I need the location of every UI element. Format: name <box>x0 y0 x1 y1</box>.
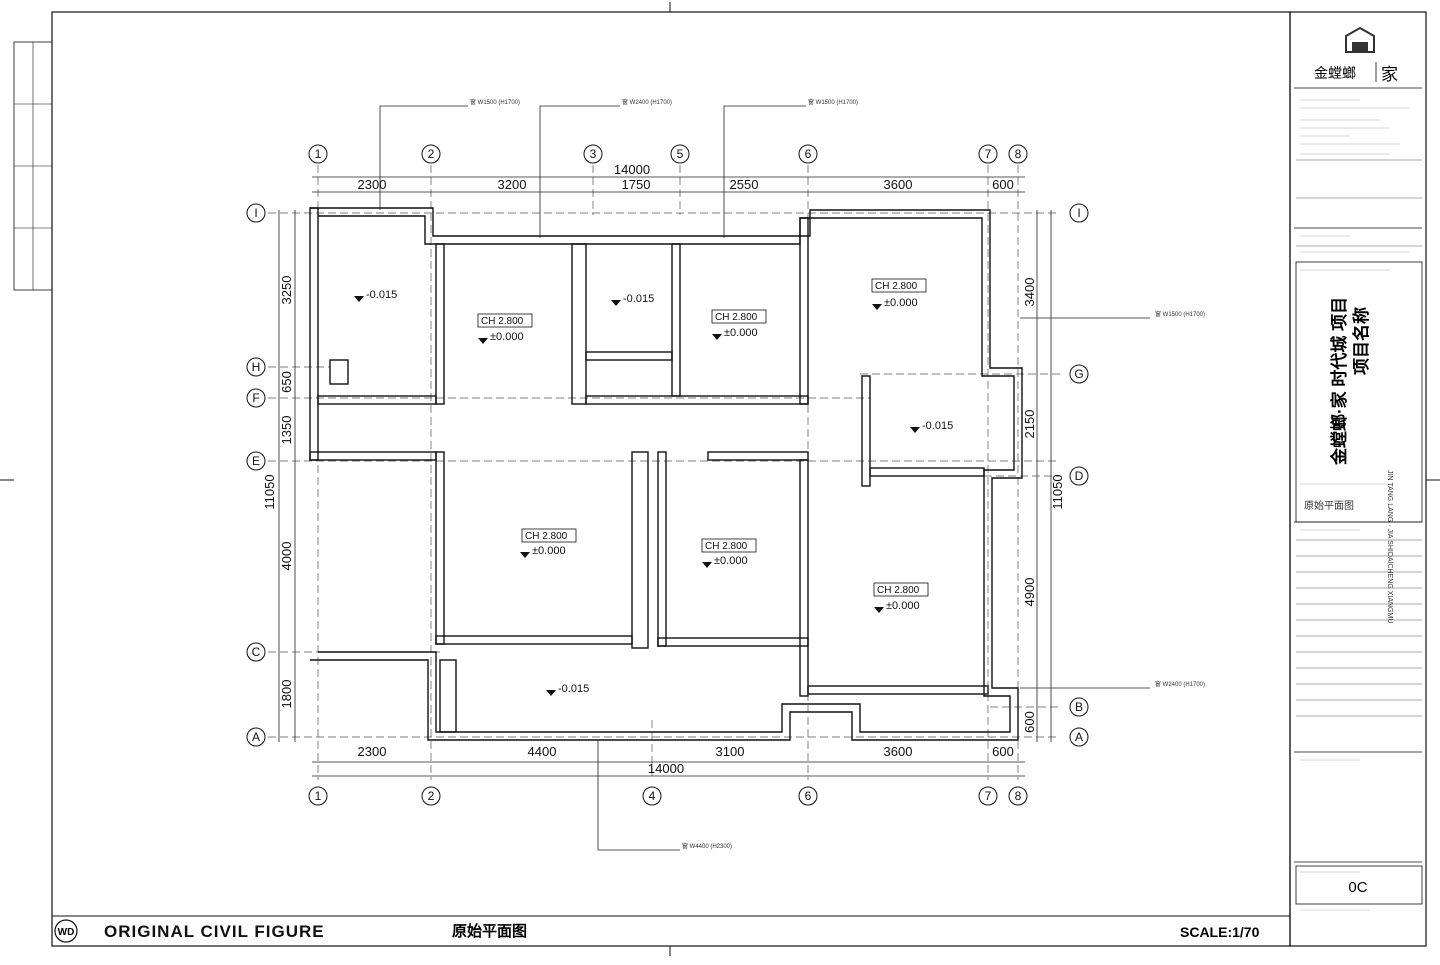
level-text: ±0.000 <box>714 555 748 567</box>
dim-top: 1750 <box>622 177 651 192</box>
svg-text:窗 W1500 (H1700): 窗 W1500 (H1700) <box>808 98 858 106</box>
sheet-number: 0C <box>1348 879 1367 896</box>
ch-tag: CH 2.800 <box>525 531 568 542</box>
drawing-scale: SCALE:1/70 <box>1180 924 1260 940</box>
axis-label: 8 <box>1015 147 1022 161</box>
level-text: -0.015 <box>366 289 397 301</box>
svg-text:窗 W2400 (H1700): 窗 W2400 (H1700) <box>1155 680 1205 688</box>
axis-label: C <box>252 645 261 659</box>
svg-text:窗 W1500 (H1700): 窗 W1500 (H1700) <box>470 98 520 106</box>
axis-bubbles-bottom: 1 2 4 6 7 8 <box>308 786 1028 806</box>
dim-total-bottom: 14000 <box>648 761 684 776</box>
grid-lines <box>268 165 1060 780</box>
dim-bottom: 600 <box>992 744 1014 759</box>
title-block: 金螳螂 家 金螳螂·家 时代城 项目 项目名称 JIN TANG LANG · … <box>1289 11 1427 947</box>
dim-top: 2550 <box>730 177 759 192</box>
left-margin-tabs <box>13 41 53 291</box>
axis-label: 8 <box>1015 789 1022 803</box>
dim-left: 1800 <box>279 680 294 709</box>
sheet-name: 原始平面图 <box>1304 499 1354 512</box>
svg-text:窗 W1500 (H1700): 窗 W1500 (H1700) <box>1155 310 1205 318</box>
dim-left: 4000 <box>279 542 294 571</box>
axis-bubbles-top: 1 2 3 5 6 7 8 <box>308 144 1028 164</box>
dimension-texts: 14000 2300 3200 1750 2550 3600 600 2300 … <box>262 162 1065 776</box>
dim-bottom: 4400 <box>528 744 557 759</box>
dim-total-top: 14000 <box>614 162 650 177</box>
level-text: ±0.000 <box>532 545 566 557</box>
axis-label: 1 <box>315 789 322 803</box>
dim-left: 650 <box>279 371 294 393</box>
svg-text:窗 W4400 (H2300): 窗 W4400 (H2300) <box>682 842 732 850</box>
dimension-lines <box>278 176 1052 777</box>
dim-top: 3600 <box>884 177 913 192</box>
axis-label: 3 <box>590 147 597 161</box>
axis-label: H <box>252 360 261 374</box>
dim-bottom: 2300 <box>358 744 387 759</box>
axis-label: 2 <box>428 147 435 161</box>
axis-label: 2 <box>428 789 435 803</box>
drawing-badge-circle <box>54 919 78 943</box>
level-text: ±0.000 <box>886 600 920 612</box>
dim-top: 3200 <box>498 177 527 192</box>
ceiling-height-tags: CH 2.800 CH 2.800 CH 2.800 CH 2.800 CH 2… <box>477 278 929 597</box>
axis-label: 1 <box>315 147 322 161</box>
dim-right: 4900 <box>1022 578 1037 607</box>
axis-label: A <box>1075 730 1083 744</box>
leader-lines <box>379 105 1150 851</box>
axis-label: E <box>252 454 260 468</box>
dim-right: 3400 <box>1022 278 1037 307</box>
ch-tag: CH 2.800 <box>715 312 758 323</box>
level-markers: -0.015 ±0.000 -0.015 ±0.000 ±0.000 -0.01… <box>354 289 953 696</box>
axis-bubbles-right: I G D B A <box>1069 203 1089 747</box>
dim-bottom: 3100 <box>716 744 745 759</box>
axis-bubbles-left: I H F E C A <box>246 203 266 747</box>
project-label: 项目名称 <box>1351 307 1371 375</box>
axis-label: D <box>1075 469 1084 483</box>
walls <box>309 207 1023 741</box>
drawing-title-en: ORIGINAL CIVIL FIGURE <box>104 922 325 941</box>
axis-label: 7 <box>985 789 992 803</box>
ch-tag: CH 2.800 <box>705 541 748 552</box>
level-text: ±0.000 <box>490 331 524 343</box>
axis-label: G <box>1074 367 1083 381</box>
project-name: 金螳螂·家 时代城 项目 <box>1329 297 1349 466</box>
axis-label: I <box>1077 206 1080 220</box>
level-text: -0.015 <box>623 293 654 305</box>
drawing-badge: WD <box>58 927 75 938</box>
dim-top: 600 <box>992 177 1014 192</box>
dim-left-total: 11050 <box>262 474 277 509</box>
drawing-title-cn: 原始平面图 <box>452 922 527 940</box>
level-text: ±0.000 <box>884 297 918 309</box>
dim-right: 2150 <box>1022 410 1037 439</box>
svg-text:窗 W2400 (H1700): 窗 W2400 (H1700) <box>622 98 672 106</box>
axis-label: I <box>254 206 257 220</box>
axis-label: 6 <box>805 789 812 803</box>
project-pinyin: JIN TANG LANG · JIA SHIDAICHENG XIANGMU <box>1386 470 1393 623</box>
axis-label: 4 <box>649 789 656 803</box>
brand-suffix: 家 <box>1381 65 1398 84</box>
dim-bottom: 3600 <box>884 744 913 759</box>
dim-top: 2300 <box>358 177 387 192</box>
dim-right: 600 <box>1022 711 1037 733</box>
dim-left: 3250 <box>279 276 294 305</box>
ch-tag: CH 2.800 <box>877 585 920 596</box>
axis-label: 7 <box>985 147 992 161</box>
axis-label: F <box>252 391 259 405</box>
leader-notes: 窗 W1500 (H1700) 窗 W2400 (H1700) 窗 W1500 … <box>470 98 1205 850</box>
ch-tag: CH 2.800 <box>481 316 524 327</box>
axis-label: B <box>1075 700 1083 714</box>
dim-left: 1350 <box>279 416 294 445</box>
level-text: -0.015 <box>558 683 589 695</box>
axis-label: 5 <box>677 147 684 161</box>
axis-label: 6 <box>805 147 812 161</box>
axis-label: A <box>252 730 260 744</box>
level-text: ±0.000 <box>724 327 758 339</box>
ch-tag: CH 2.800 <box>875 281 918 292</box>
level-text: -0.015 <box>922 420 953 432</box>
dim-right-total: 11050 <box>1050 474 1065 509</box>
brand-name: 金螳螂 <box>1314 65 1356 81</box>
